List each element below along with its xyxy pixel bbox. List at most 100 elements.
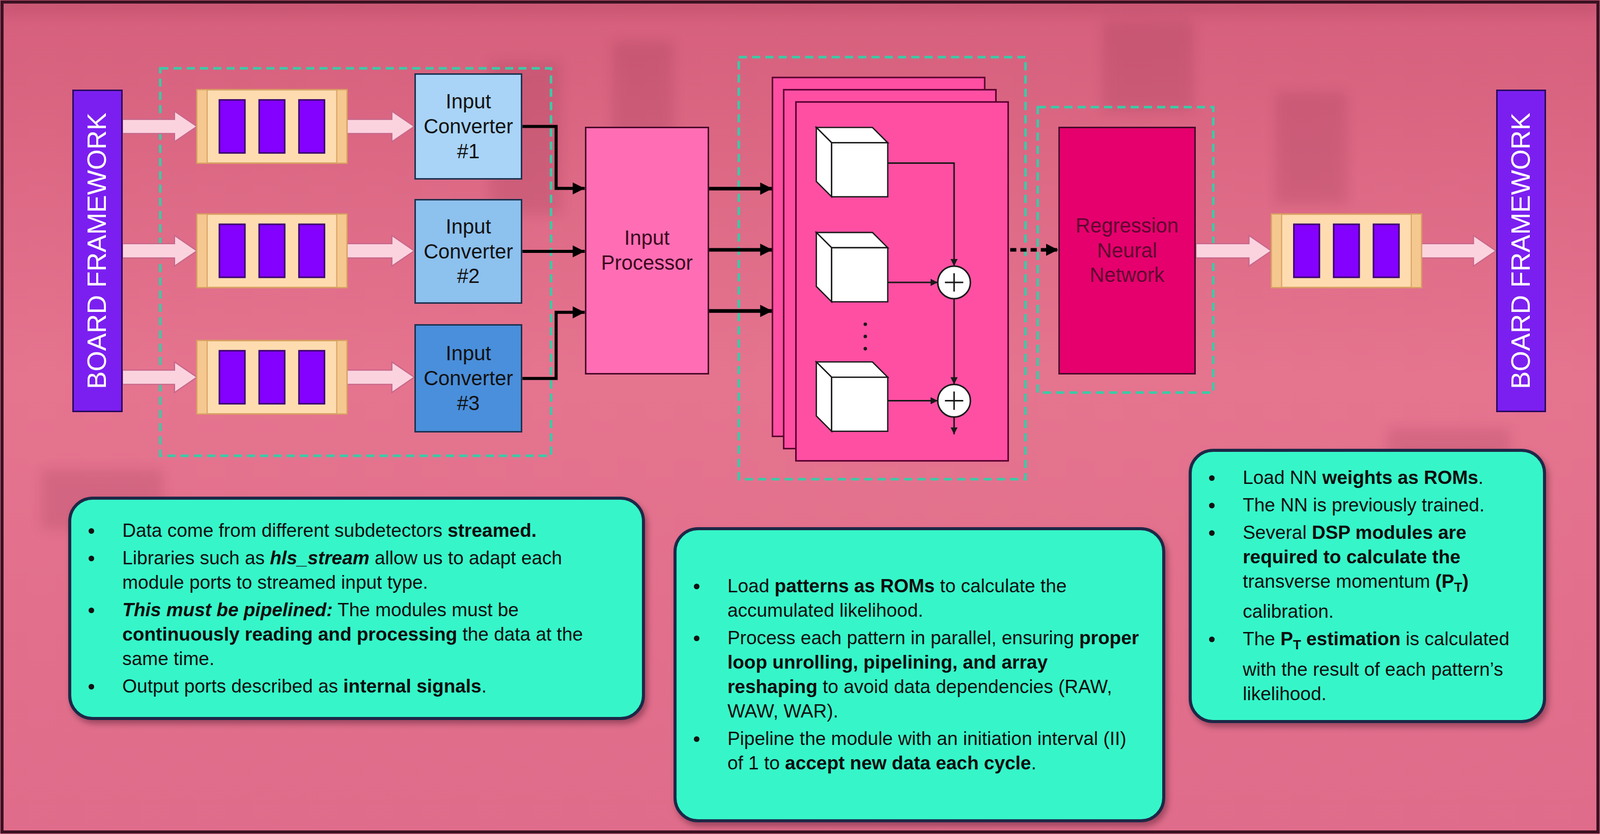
vertical-label: BOARD FRAMEWORK <box>1506 113 1536 390</box>
bullet-dot <box>1209 475 1215 482</box>
bullet-dot <box>88 684 95 690</box>
text-run: ) <box>1462 571 1469 593</box>
text-run: P <box>1280 628 1294 650</box>
pattern-stack <box>772 77 1008 461</box>
bullet-dot <box>1209 530 1215 537</box>
bullet-dot <box>693 635 700 642</box>
fifo-buffer <box>197 340 208 414</box>
bullet-text: Process each pattern in parallel, ensuri… <box>727 626 1142 724</box>
stream-arrow <box>1420 235 1496 267</box>
stream-arrow <box>122 235 198 267</box>
fifo-buffer <box>197 340 348 414</box>
box-label: Regression Neural Network <box>1063 213 1191 288</box>
bullet-text: Output ports described as internal signa… <box>122 674 622 699</box>
text-run: Process each pattern in parallel, ensuri… <box>727 627 1080 649</box>
fifo-buffer <box>259 224 285 278</box>
pattern-cube <box>831 377 888 432</box>
note-callout: Data come from different subdetectors st… <box>68 496 645 721</box>
text-run: Load <box>727 575 775 597</box>
bullet-dot <box>1209 636 1215 643</box>
data-arrow <box>709 309 773 314</box>
fifo-buffer <box>259 350 285 404</box>
text-run: T <box>1454 580 1463 595</box>
text-run: . <box>1478 467 1484 489</box>
accumulator-wire <box>953 298 956 385</box>
background <box>1275 91 1347 204</box>
fifo-buffer <box>1333 224 1360 278</box>
bullet-item: Process each pattern in parallel, ensuri… <box>693 626 1142 724</box>
note-callout: Load NN weights as ROMs. The NN is previo… <box>1188 448 1547 724</box>
text-run: This must be pipelined: <box>122 599 333 621</box>
text-run: . <box>1030 752 1036 774</box>
bullet-text: The PT estimation is calculated with the… <box>1242 627 1523 707</box>
stream-arrow <box>122 361 198 393</box>
data-arrow <box>709 186 773 191</box>
text-run: calibration. <box>1242 601 1334 623</box>
fifo-buffer <box>197 89 348 163</box>
note-callout: Load patterns as ROMs to calculate the a… <box>673 527 1166 823</box>
group-outline <box>160 57 1214 480</box>
text-run: Several <box>1242 522 1312 544</box>
bullet-item: Data come from different subdetectors st… <box>88 518 622 544</box>
bullet-text: The NN is previously trained. <box>1242 493 1523 518</box>
fifo-buffer <box>298 99 325 153</box>
fifo-buffer <box>1271 214 1282 288</box>
bullet-item: The PT estimation is calculated with the… <box>1209 627 1523 707</box>
text-run: The modules must be <box>332 599 519 621</box>
process-box: Input Converter #3 <box>414 324 523 433</box>
text-run: Output ports described as <box>122 676 344 697</box>
adder-symbol <box>937 266 971 299</box>
text-run: hls_stream <box>269 547 370 569</box>
box-label: Input Converter #2 <box>419 214 517 289</box>
bullet-dot <box>88 555 95 562</box>
board-framework-bar: BOARD FRAMEWORK <box>1496 89 1547 412</box>
fifo-buffer <box>1271 214 1422 288</box>
pattern-cube <box>831 247 888 302</box>
fifo-buffer <box>197 89 208 163</box>
fifo-buffer <box>259 99 285 153</box>
stream-arrow <box>347 361 415 393</box>
stream-arrow <box>1195 235 1272 267</box>
connector-arrow <box>522 249 585 254</box>
bullet-text: Several DSP modules are required to calc… <box>1242 520 1523 625</box>
stream-arrow <box>347 235 415 267</box>
pattern-cube <box>816 127 888 432</box>
bullet-text: Load patterns as ROMs to calculate the a… <box>727 574 1142 624</box>
background <box>1102 20 1194 112</box>
text-run: internal signals <box>343 676 482 697</box>
text-run: Data come from different subdetectors <box>122 520 448 542</box>
accumulator-wire <box>887 163 954 267</box>
data-arrow <box>709 247 773 252</box>
group-outline <box>1037 106 1214 393</box>
ellipsis-dots <box>863 347 867 351</box>
adder-symbol <box>953 391 956 410</box>
pattern-cube <box>831 143 888 198</box>
box-label: Input Converter #1 <box>419 89 517 164</box>
process-box: Input Processor <box>584 126 710 375</box>
accumulator-wire <box>887 400 938 402</box>
fifo-buffer <box>336 214 347 288</box>
text-run: accept new data each cycle <box>784 752 1031 774</box>
bullet-item: Pipeline the module with an initiation i… <box>693 726 1142 776</box>
text-run: patterns as ROMs <box>774 575 936 597</box>
pattern-cube <box>816 232 832 302</box>
text-run: The <box>1242 628 1281 650</box>
text-run: The NN is previously trained. <box>1242 494 1485 516</box>
bullet-text: Load NN weights as ROMs. <box>1242 465 1523 491</box>
bullet-text: Data come from different subdetectors st… <box>122 518 622 544</box>
fifo-buffer <box>1373 224 1399 278</box>
bullet-dot <box>693 736 700 743</box>
fifo-buffer <box>219 224 245 278</box>
fifo-buffer <box>298 350 325 404</box>
text-run: estimation <box>1301 628 1401 650</box>
fifo-buffer <box>219 350 245 404</box>
text-run: Libraries such as <box>122 547 270 569</box>
stream-arrow <box>347 110 415 142</box>
process-box: Input Converter #2 <box>414 199 523 304</box>
vertical-label: BOARD FRAMEWORK <box>82 113 112 390</box>
text-run: Load NN <box>1242 467 1323 489</box>
accumulator-wire <box>887 282 938 284</box>
bullet-item: Several DSP modules are required to calc… <box>1209 520 1523 625</box>
